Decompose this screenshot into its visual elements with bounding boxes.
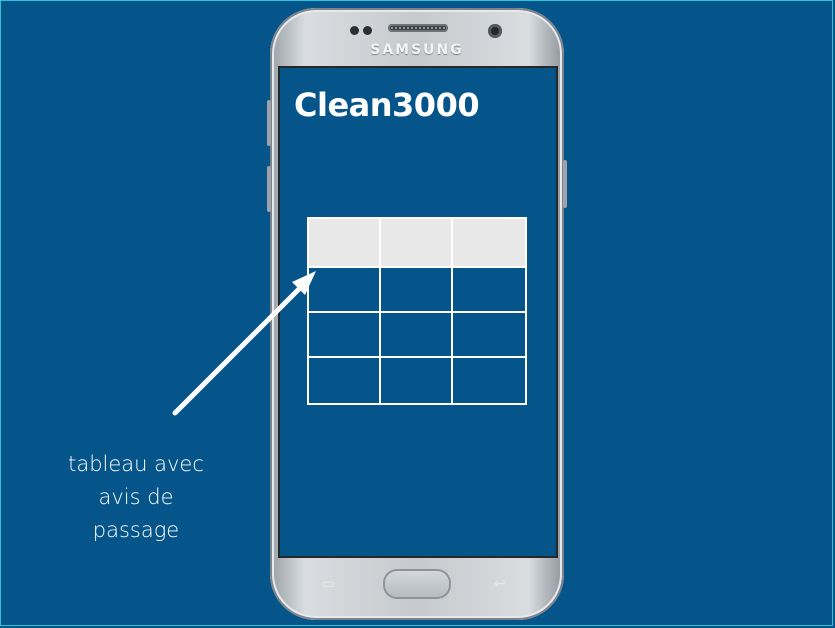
arrow-shaft: [172, 281, 307, 416]
passage-table: [307, 217, 527, 405]
table-cell: [381, 268, 453, 313]
table-cell: [453, 268, 525, 313]
annotation-line-2: avis de: [98, 485, 174, 509]
volume-button: [267, 100, 271, 146]
home-button[interactable]: [383, 569, 451, 599]
table-cell: [453, 313, 525, 358]
earpiece-speaker: [388, 24, 448, 32]
table-cell: [381, 358, 453, 403]
sensor-dot-icon: [363, 26, 372, 35]
bixby-button: [267, 166, 271, 212]
front-camera-icon: [488, 24, 502, 38]
table-cell: [309, 358, 381, 403]
table-cell: [309, 268, 381, 313]
annotation-label: tableau avec avis de passage: [56, 448, 216, 547]
table-cell: [309, 313, 381, 358]
arrow-head-icon: [292, 271, 316, 295]
back-key-icon[interactable]: ↩: [494, 576, 506, 592]
annotation-line-3: passage: [92, 518, 180, 542]
annotation-line-1: tableau avec: [68, 452, 204, 476]
phone-brand-label: SAMSUNG: [370, 42, 464, 58]
table-header-cell: [453, 219, 525, 268]
table-header-cell: [309, 219, 381, 268]
table-header-cell: [381, 219, 453, 268]
app-title: Clean3000: [294, 86, 480, 124]
table-cell: [381, 313, 453, 358]
recents-key-icon[interactable]: ▭: [322, 576, 336, 592]
sensor-dot-icon: [350, 26, 359, 35]
power-button: [563, 160, 567, 208]
phone-screen: Clean3000: [280, 68, 556, 556]
